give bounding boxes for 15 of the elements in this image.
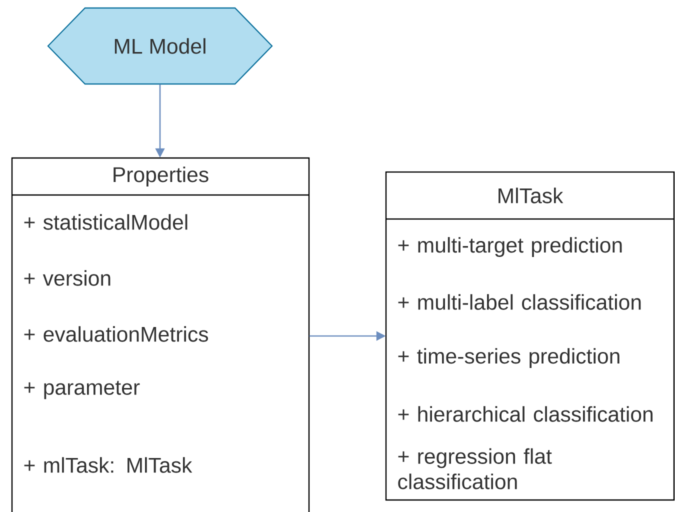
class-box bbox=[385, 171, 675, 501]
attribute: + evaluationMetrics bbox=[24, 326, 208, 342]
attribute: + statisticalModel bbox=[24, 214, 188, 230]
attribute: + regression flat classification bbox=[398, 448, 552, 490]
class-name: Properties bbox=[114, 166, 208, 186]
attribute: + hierarchical classification bbox=[398, 406, 653, 422]
attribute: + time-series prediction bbox=[398, 348, 620, 368]
attribute: + version bbox=[24, 270, 110, 286]
attribute: + parameter bbox=[24, 380, 140, 400]
class-box bbox=[11, 157, 310, 512]
attribute: + mlTask: MlTask bbox=[24, 457, 192, 473]
hexagon-node: ML Model bbox=[47, 7, 273, 85]
class-name: MlTask bbox=[498, 188, 564, 204]
attribute: + multi-target prediction bbox=[398, 237, 622, 257]
attribute: + multi-label classification bbox=[398, 294, 641, 310]
